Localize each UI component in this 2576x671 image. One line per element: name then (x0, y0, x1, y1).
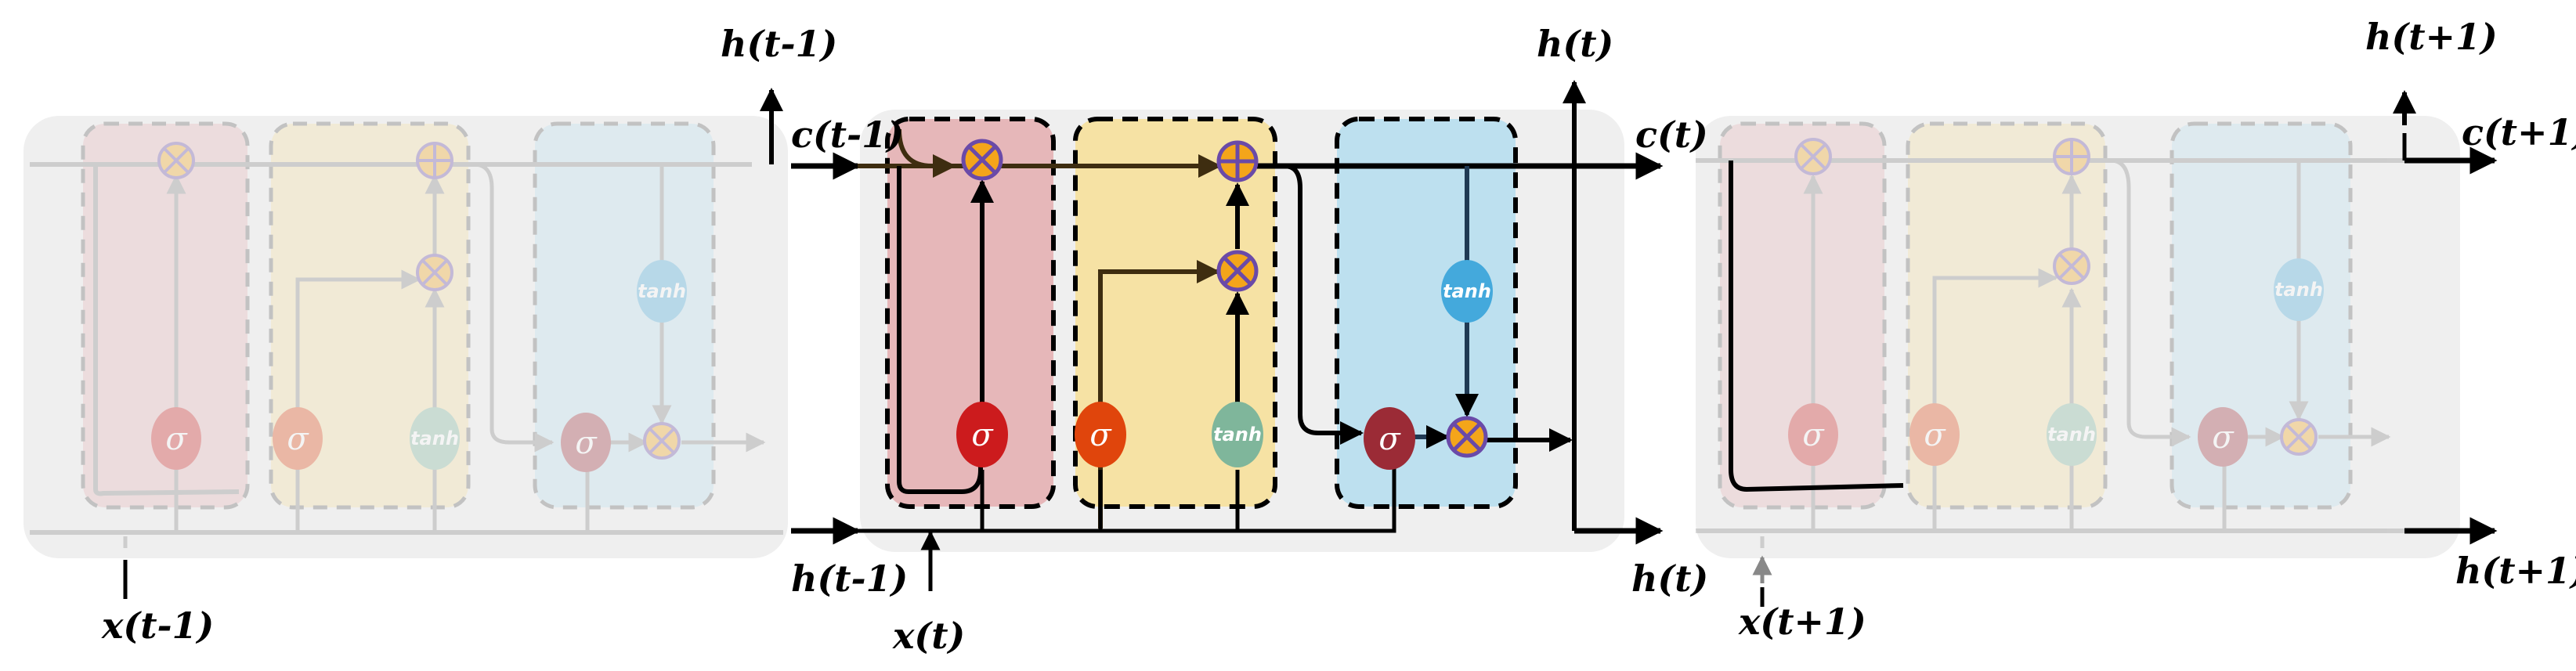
label-c-next: c(t+1) (2462, 111, 2576, 153)
sigma-input-symbol: σ (1089, 417, 1112, 453)
multiply-forget-node-prev (157, 142, 195, 179)
input-gate-box-prev (269, 121, 471, 510)
cell-background-prev (23, 116, 788, 558)
multiply-output-node-prev (643, 422, 681, 460)
multiply-forget-node (961, 139, 1003, 181)
output-gate-box (1335, 117, 1518, 509)
sigma-forget-symbol: σ (971, 417, 994, 453)
label-c-cur: c(t) (1635, 114, 1708, 156)
tanh-input-label-prev: tanh (410, 427, 459, 449)
sigma-output-symbol-next: σ (2212, 420, 2235, 456)
tanh-output-node-prev (637, 260, 687, 323)
tanh-output-label-prev: tanh (638, 280, 686, 302)
sigma-forget-node-next (1788, 403, 1838, 466)
sigma-input-symbol-prev: σ (287, 421, 309, 457)
add-cell-node (1216, 140, 1259, 182)
tanh-input-label: tanh (1213, 424, 1262, 446)
multiply-input-node (1216, 250, 1259, 292)
label-x-prev: x(t-1) (101, 604, 214, 647)
sigma-input-symbol-next: σ (1924, 417, 1946, 453)
label-x-next: x(t+1) (1738, 601, 1866, 643)
add-cell-node-prev (416, 142, 453, 179)
multiply-forget-node-next (1794, 138, 1832, 175)
sigma-input-node-next (1909, 403, 1960, 466)
sigma-forget-node-prev (151, 407, 201, 470)
label-x-cur: x(t) (892, 615, 965, 657)
tanh-output-label-next: tanh (2274, 279, 2323, 301)
sigma-forget-symbol-next: σ (1802, 417, 1825, 453)
sigma-forget-symbol-prev: σ (165, 421, 188, 457)
lstm-cell-next: σ σ tanh σ tanh (1696, 90, 2498, 583)
sigma-input-node (1075, 402, 1126, 467)
add-cell-node-next (2053, 138, 2090, 175)
lstm-cell-current: σ σ tanh σ tanh (791, 80, 1664, 591)
label-h-cur-bottom: h(t) (1631, 557, 1708, 600)
tanh-input-node (1212, 402, 1263, 467)
sigma-output-symbol-prev: σ (575, 425, 598, 461)
multiply-input-node-prev (416, 254, 453, 291)
multiply-output-node (1446, 416, 1488, 458)
tanh-input-node-next (2047, 403, 2097, 466)
sigma-forget-node (956, 402, 1008, 467)
forget-gate-box (885, 117, 1056, 509)
sigma-output-node-prev (561, 413, 611, 472)
sigma-output-node (1364, 407, 1415, 470)
label-h-next-bottom: h(t+1) (2455, 550, 2576, 592)
lstm-cell-prev: σ σ tanh σ tanh (23, 116, 788, 558)
sigma-output-symbol: σ (1378, 421, 1401, 457)
tanh-input-node-prev (410, 407, 460, 470)
label-h-cur-top: h(t) (1537, 23, 1613, 65)
forget-gate-box-prev (81, 121, 250, 510)
sigma-input-node-prev (273, 407, 323, 470)
label-h-prev-bottom: h(t-1) (791, 557, 908, 600)
cell-background-next (1696, 116, 2460, 558)
input-gate-box-next (1906, 121, 2108, 510)
sigma-output-node-next (2198, 407, 2248, 467)
multiply-input-node-next (2053, 247, 2090, 285)
label-c-prev: c(t-1) (791, 114, 904, 156)
forget-gate-box-next (1718, 121, 1887, 510)
tanh-output-node-next (2274, 258, 2324, 321)
tanh-output-node (1441, 260, 1493, 323)
label-h-next-top: h(t+1) (2365, 16, 2498, 58)
label-h-prev-top: h(t-1) (721, 23, 837, 65)
output-gate-box-next (2170, 121, 2353, 510)
tanh-output-label: tanh (1443, 280, 1491, 302)
multiply-output-node-next (2280, 418, 2318, 456)
tanh-input-label-next: tanh (2047, 424, 2096, 446)
